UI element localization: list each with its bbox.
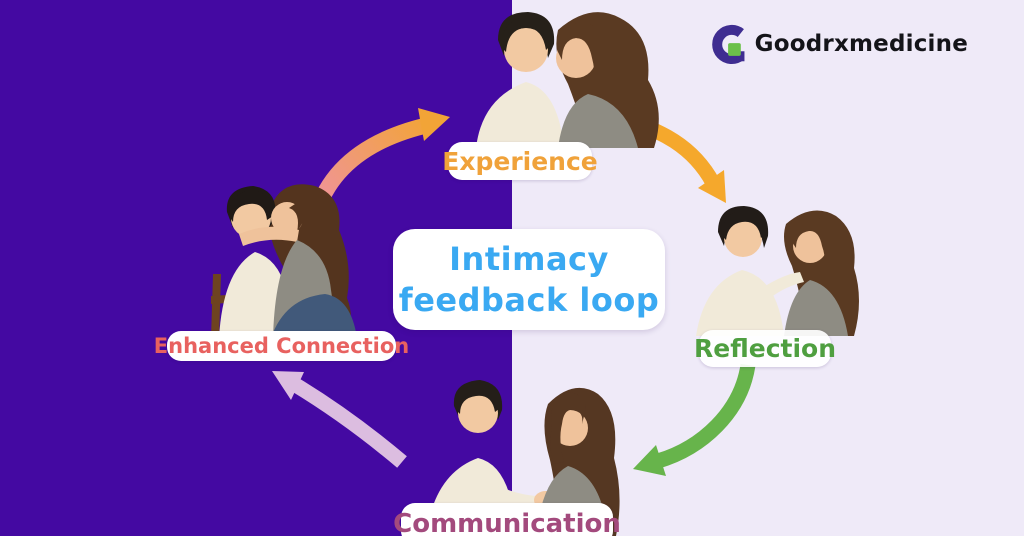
experience-couple-illustration (476, 12, 659, 148)
cycle-title-line1: Intimacy (449, 240, 609, 279)
reflection-couple-illustration (696, 206, 859, 336)
cycle-title: Intimacy feedback loop (393, 229, 665, 330)
stage-label-reflection: Reflection (694, 330, 836, 367)
stage-label-experience: Experience (442, 142, 598, 180)
stage-label-enhanced-connection-text: Enhanced Connection (153, 334, 410, 358)
stage-label-communication-text: Communication (393, 509, 621, 536)
cycle-title-line2: feedback loop (398, 280, 660, 319)
stage-label-enhanced-connection: Enhanced Connection (154, 331, 409, 361)
goodrxmedicine-g-icon (711, 24, 745, 64)
brand-name: Goodrxmedicine (754, 31, 968, 57)
stage-label-experience-text: Experience (442, 146, 598, 176)
enhanced-connection-couple-illustration (211, 184, 357, 338)
stage-label-reflection-text: Reflection (694, 334, 837, 363)
brand-logo: Goodrxmedicine (709, 22, 968, 66)
stage-label-communication: Communication (393, 503, 621, 536)
